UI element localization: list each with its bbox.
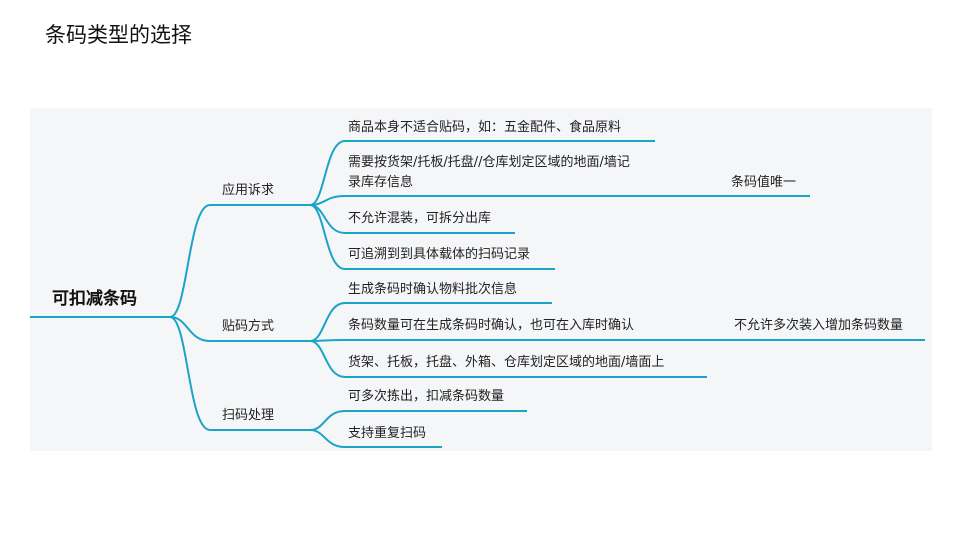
connector-2-3 [309, 340, 707, 378]
connector-1-4 [309, 204, 555, 270]
connector-2-1 [309, 302, 552, 342]
leaf-node: 商品本身不适合贴码，如：五金配件、食品原料 [348, 120, 622, 135]
leaf-node: 条码数量可在生成条码时确认，也可在入库时确认 [348, 318, 635, 333]
connector-2-2 [309, 339, 925, 342]
slide-title: 条码类型的选择 [45, 23, 192, 47]
branch-node: 扫码处理 [222, 408, 275, 423]
connector-branch-3 [169, 316, 310, 431]
leaf-note: 不允许多次装入增加条码数量 [734, 318, 904, 333]
leaf-node: 可多次拣出，扣减条码数量 [348, 389, 505, 404]
leaf-node: 可追溯到到具体载体的扫码记录 [348, 247, 531, 262]
leaf-node: 货架、托板，托盘、外箱、仓库划定区域的地面/墙面上 [348, 355, 665, 370]
mindmap-panel [30, 108, 932, 451]
connector-1-2 [309, 195, 810, 206]
leaf-node: 需要按货架/托板/托盘//仓库划定区域的地面/墙记 [348, 155, 630, 170]
branch-node: 应用诉求 [222, 183, 275, 198]
connector-3-1 [309, 410, 527, 431]
leaf-node: 不允许混装，可拆分出库 [348, 211, 492, 226]
leaf-node: 录库存信息 [348, 175, 414, 190]
leaf-node: 生成条码时确认物料批次信息 [348, 282, 518, 297]
root-node: 可扣减条码 [52, 289, 137, 309]
connector-branch-2 [169, 316, 310, 342]
branch-node: 贴码方式 [222, 319, 275, 334]
connector-branch-1 [169, 204, 310, 318]
connector-3-2 [309, 429, 442, 448]
connector-1-1 [309, 140, 655, 206]
leaf-node: 支持重复扫码 [348, 426, 427, 441]
leaf-note: 条码值唯一 [731, 175, 797, 190]
